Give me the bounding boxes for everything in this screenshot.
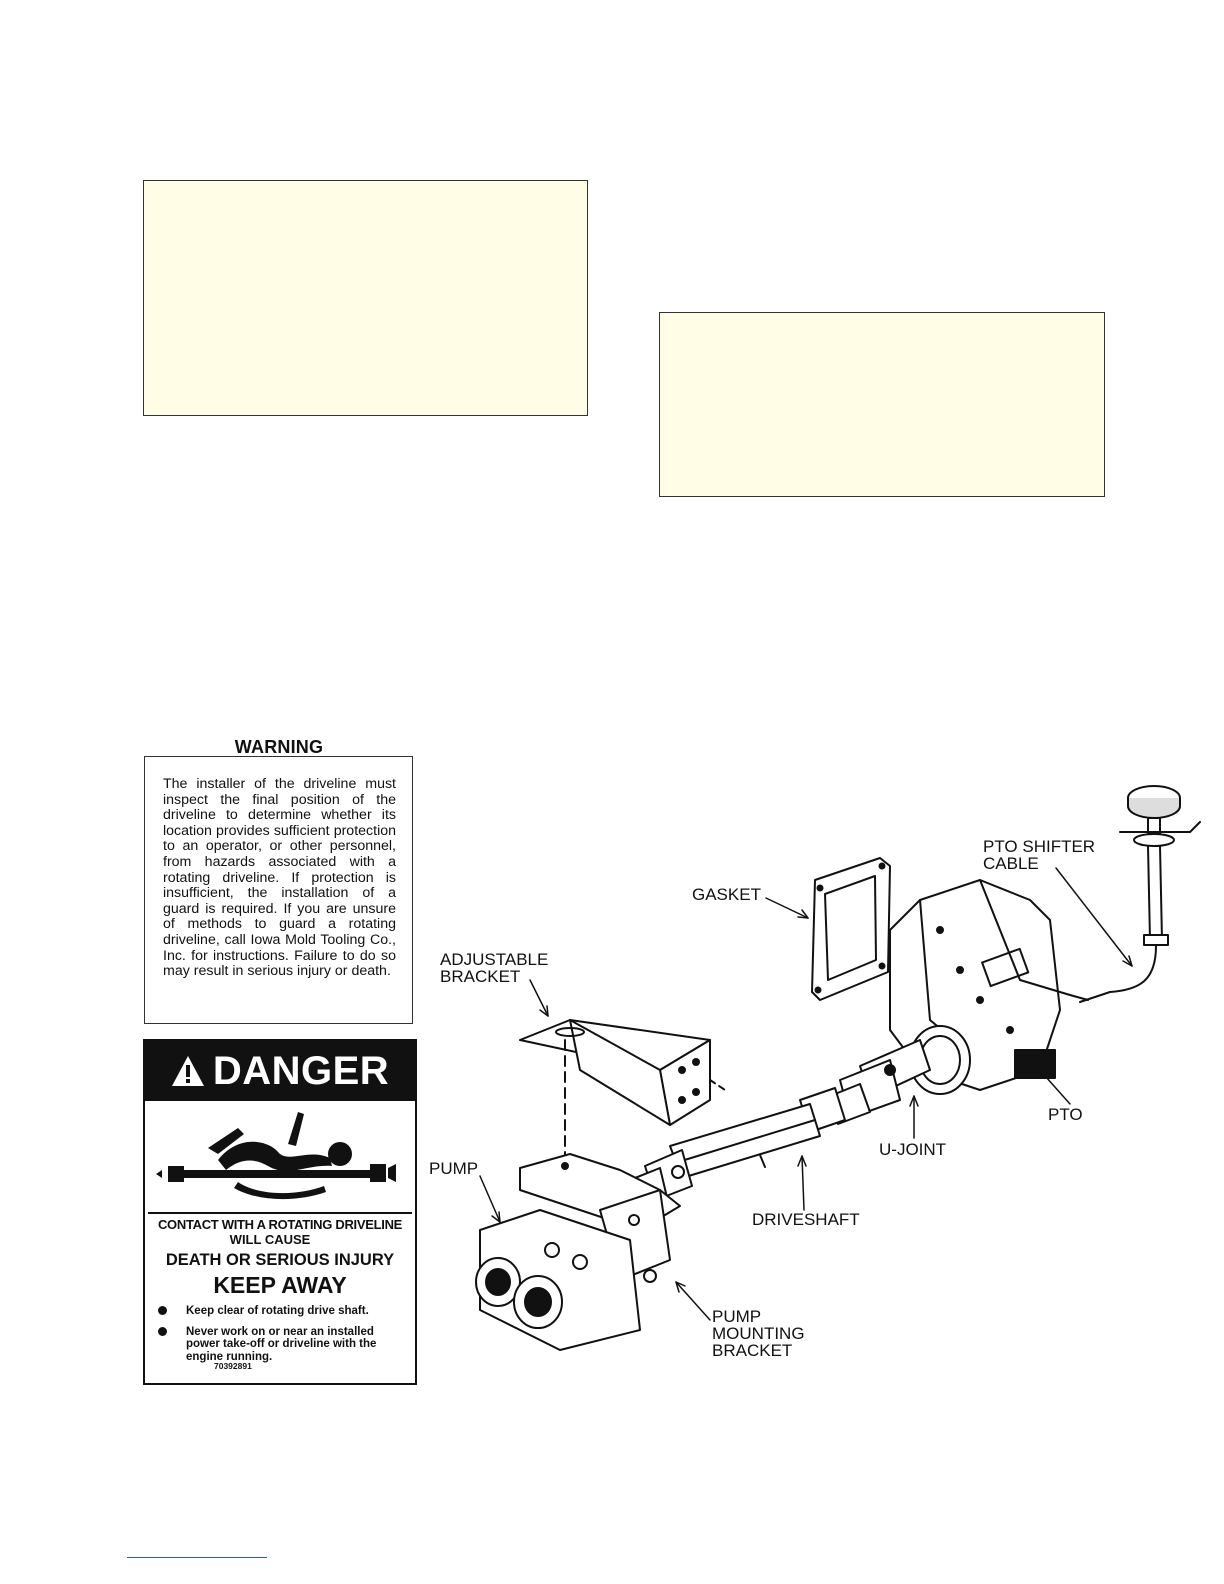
label-line: PTO SHIFTER (983, 837, 1096, 856)
u-joint-shape (829, 1039, 931, 1125)
entanglement-pictogram-icon (148, 1112, 412, 1214)
danger-death-text: DEATH OR SERIOUS INJURY (165, 1251, 395, 1269)
danger-decal: DANGER CONTACT WITH A ROTATING DRIVELINE… (143, 1039, 417, 1385)
callout-leaders (479, 867, 1133, 1321)
bullet-dot-icon (158, 1326, 167, 1336)
callout-adjustable-bracket: ADJUSTABLE BRACKET (440, 951, 548, 985)
danger-will-cause-text: WILL CAUSE (229, 1232, 311, 1247)
label-line: CABLE (983, 854, 1039, 873)
driveshaft-shape (669, 1087, 846, 1179)
danger-word: DANGER (212, 1048, 390, 1093)
gasket-shape (811, 857, 891, 1001)
pump-shape (475, 1153, 681, 1351)
note-box-right (659, 312, 1105, 497)
callout-driveshaft: DRIVESHAFT (752, 1210, 860, 1229)
warning-triangle-icon (171, 1056, 204, 1086)
danger-keep-away-text: KEEP AWAY (213, 1272, 347, 1298)
danger-header: DANGER (145, 1041, 415, 1101)
label-line: MOUNTING (712, 1324, 805, 1343)
label-line: PUMP (712, 1307, 762, 1326)
driveline-diagram: PTO SHIFTER CABLE GASKET ADJUSTABLE BRAC… (420, 770, 1210, 1380)
danger-bullet-text: Never work on or near an installed power… (186, 1325, 377, 1363)
danger-body: CONTACT WITH A ROTATING DRIVELINE WILL C… (145, 1218, 415, 1363)
label-line: ADJUSTABLE (440, 950, 549, 969)
note-box-left (143, 180, 588, 416)
callout-pto-shifter-cable: PTO SHIFTER CABLE (983, 838, 1095, 872)
adjustable-bracket-shape (519, 1019, 726, 1161)
driveline-illustration (475, 785, 1201, 1351)
pto-housing-shape (889, 879, 1089, 1095)
callout-pump-mounting-bracket: PUMP MOUNTING BRACKET (712, 1308, 805, 1359)
callout-pto: PTO (1048, 1105, 1083, 1124)
warning-box: The installer of the driveline must insp… (144, 756, 413, 1024)
label-line: BRACKET (440, 967, 521, 986)
decal-part-number: 70392891 (214, 1361, 252, 1371)
callout-u-joint: U-JOINT (879, 1140, 947, 1159)
callout-gasket: GASKET (692, 885, 761, 904)
warning-text: The installer of the driveline must insp… (163, 776, 396, 980)
warning-title: WARNING (234, 737, 324, 757)
pto-shifter-knob-icon (1079, 785, 1201, 1003)
footer-link-underline[interactable] (127, 1557, 267, 1558)
danger-bullet: Never work on or near an installed power… (145, 1326, 415, 1364)
label-line: BRACKET (712, 1341, 793, 1360)
callout-pump: PUMP (429, 1159, 479, 1178)
bullet-dot-icon (158, 1306, 167, 1315)
danger-contact-text: CONTACT WITH A ROTATING DRIVELINE (157, 1217, 403, 1232)
danger-bullet-text: Keep clear of rotating drive shaft. (186, 1305, 369, 1317)
danger-bullet: Keep clear of rotating drive shaft. (145, 1305, 415, 1318)
